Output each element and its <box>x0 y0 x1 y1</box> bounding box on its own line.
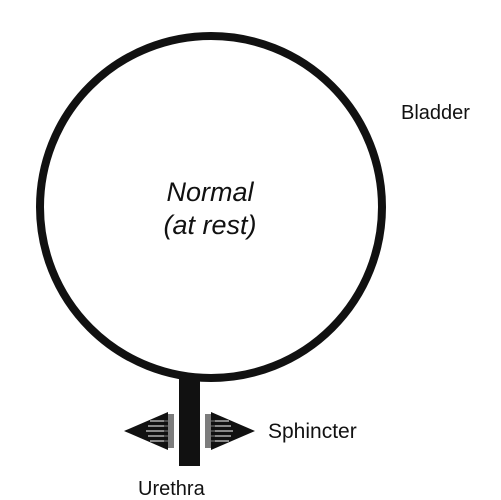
state-subtitle: (at rest) <box>110 209 310 242</box>
sphincter-arrow-right-icon <box>205 412 255 450</box>
bladder-label: Bladder <box>401 103 470 123</box>
sphincter-label: Sphincter <box>268 421 357 442</box>
state-title: Normal <box>110 176 310 209</box>
bladder-state-label: Normal (at rest) <box>110 176 310 242</box>
sphincter-arrow-left-icon <box>124 412 174 450</box>
urethra-tube <box>179 377 200 466</box>
urethra-label: Urethra <box>138 479 205 499</box>
